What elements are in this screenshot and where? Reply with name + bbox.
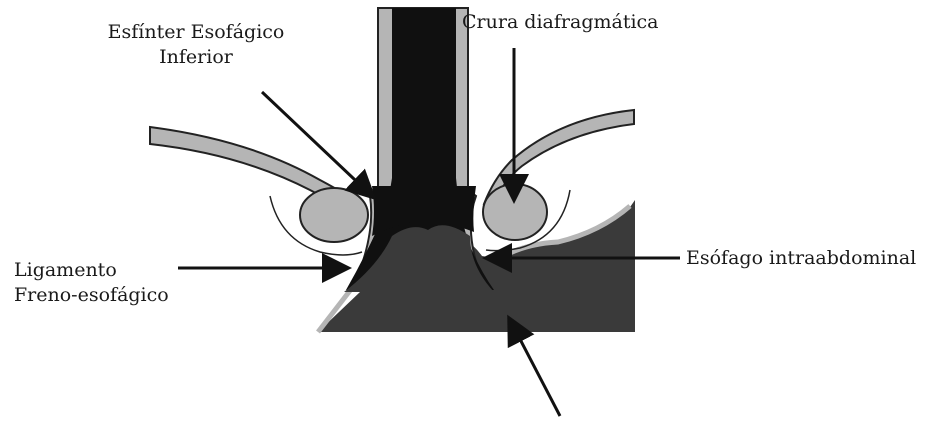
- left-crus: [300, 188, 368, 242]
- label-les: Esfínter Esofágico Inferior: [76, 20, 316, 69]
- label-ligament-line2: Freno-esofágico: [14, 283, 169, 308]
- label-les-line2: Inferior: [76, 45, 316, 70]
- label-les-line1: Esfínter Esofágico: [76, 20, 316, 45]
- label-intraabdominal: Esófago intraabdominal: [686, 246, 916, 271]
- label-ligament-line1: Ligamento: [14, 258, 169, 283]
- label-crura: Crura diafragmática: [462, 10, 659, 35]
- arrow-stomach: [510, 320, 560, 416]
- label-ligament: Ligamento Freno-esofágico: [14, 258, 169, 307]
